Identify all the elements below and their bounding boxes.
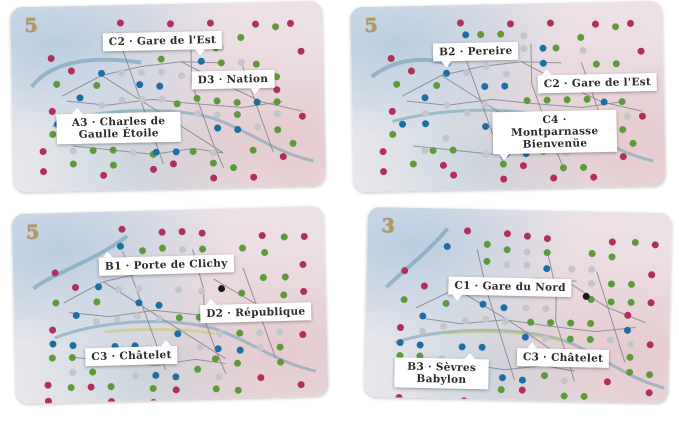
station-label: C4 · Montparnasse Bienvenüe: [492, 109, 618, 161]
metro-map-illustration: [370, 19, 654, 183]
metro-map-illustration: [30, 19, 314, 182]
metro-map-illustration: [384, 227, 665, 404]
metro-nodes: [39, 19, 306, 182]
station-label: B2 · Pereire: [432, 41, 519, 68]
station-label: C3 · Châtelet: [85, 339, 178, 367]
objective-card-1: 5 C2 · Gare de l'Est D3 · Nation A3 · Ch…: [10, 0, 326, 193]
objective-card-2: 5 B2 · Pereire C2 · Gare de l'Est C4 · M…: [350, 0, 666, 193]
station-label: C1 · Gare du Nord: [448, 276, 573, 301]
station-label: A3 · Charles de Gaulle Étoile: [56, 107, 181, 145]
objective-card-3: 5 B1 · Porte de Clichy D2 · République C…: [11, 205, 329, 405]
station-label: B3 · Sèvres Babylon: [394, 352, 489, 390]
card-point-value: 5: [24, 14, 38, 37]
station-label: D3 · Nation: [191, 69, 275, 95]
station-label: C2 · Gare de l'Est: [102, 30, 223, 56]
objective-card-4: 3 C1 · Gare du Nord C3 · Châtelet B3 · S…: [364, 206, 672, 404]
card-point-value: 3: [381, 215, 396, 238]
station-label: C3 · Châtelet: [516, 342, 610, 368]
station-label: D2 · République: [200, 298, 312, 324]
card-point-value: 5: [364, 14, 378, 37]
station-label: B1 · Porte de Clichy: [98, 251, 234, 276]
station-label: C2 · Gare de l'Est: [537, 69, 658, 94]
metro-nodes: [395, 227, 659, 404]
card-point-value: 5: [25, 221, 40, 244]
